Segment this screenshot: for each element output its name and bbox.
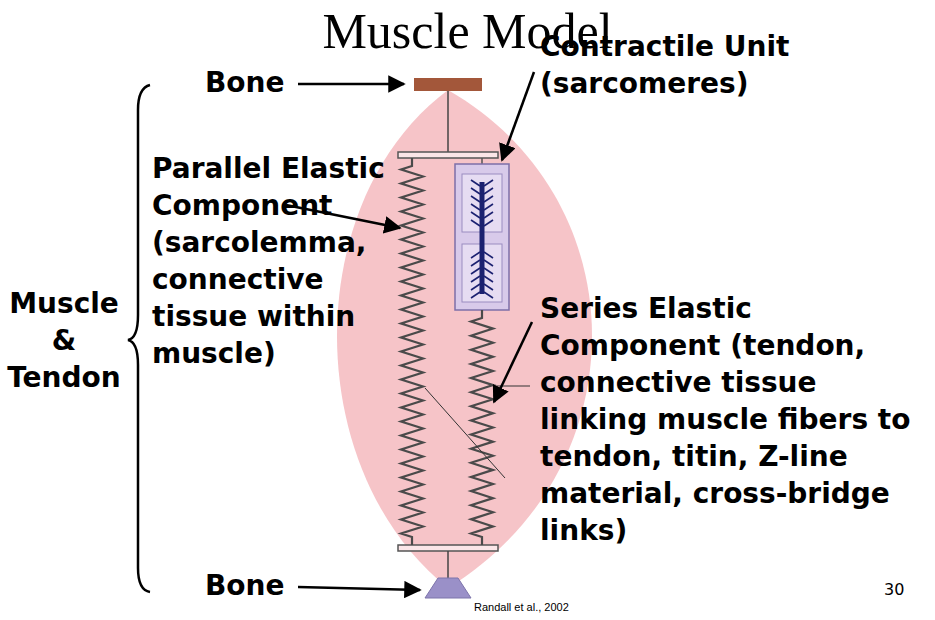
- cross-bridge: [484, 220, 493, 226]
- cross-bridge: [471, 204, 480, 210]
- cross-bridge: [484, 204, 493, 210]
- pointer-arrow: [502, 72, 534, 160]
- pointer-arrow: [494, 322, 532, 402]
- weight: [425, 578, 471, 598]
- connector-wire: [481, 158, 483, 164]
- cross-bridge: [484, 260, 493, 266]
- cross-bridge: [484, 196, 493, 202]
- cross-bridge: [471, 212, 480, 218]
- cross-bridge: [484, 180, 493, 186]
- frame-bar: [398, 152, 498, 158]
- part-label: Parallel Elastic Component (sarcolemma, …: [152, 150, 386, 372]
- cross-bridge: [471, 260, 480, 266]
- spring-coil: [401, 158, 423, 545]
- cross-bridge: [471, 196, 480, 202]
- cross-bridge: [471, 180, 480, 186]
- cross-bridge: [484, 276, 493, 282]
- part-label: Bone: [205, 567, 297, 604]
- brace: [128, 85, 150, 592]
- cross-bridge: [471, 292, 480, 298]
- bone-top: [414, 78, 482, 91]
- part-label: Series Elastic Component (tendon, connec…: [540, 290, 922, 549]
- myosin-filament: [480, 182, 485, 294]
- cross-bridge: [484, 188, 493, 194]
- cross-bridge: [484, 252, 493, 258]
- cross-bridge: [471, 220, 480, 226]
- cross-bridge: [471, 268, 480, 274]
- source-citation: Randall et al., 2002: [474, 600, 624, 614]
- cross-bridge: [484, 284, 493, 290]
- page-number: 30: [884, 580, 924, 600]
- cross-bridge: [484, 212, 493, 218]
- contractile-box: [455, 164, 509, 310]
- pointer-arrow: [298, 587, 420, 590]
- tendon-line: [447, 91, 449, 152]
- tendon-line: [447, 551, 449, 578]
- spring-coil: [471, 310, 493, 545]
- cross-bridge: [471, 284, 480, 290]
- cross-bridge: [484, 268, 493, 274]
- cross-bridge: [484, 292, 493, 298]
- cross-bridges: [471, 180, 493, 298]
- frame-bar: [398, 545, 498, 551]
- pointer-arrow: [298, 83, 404, 86]
- part-label: Bone: [205, 64, 297, 101]
- title: Muscle Model: [0, 2, 935, 60]
- cross-bridge: [471, 276, 480, 282]
- bracket-label: Muscle & Tendon: [4, 285, 124, 396]
- cross-bridge: [471, 252, 480, 258]
- part-label: Contractile Unit (sarcomeres): [540, 28, 925, 102]
- cross-bridge: [471, 188, 480, 194]
- springs: [401, 158, 493, 545]
